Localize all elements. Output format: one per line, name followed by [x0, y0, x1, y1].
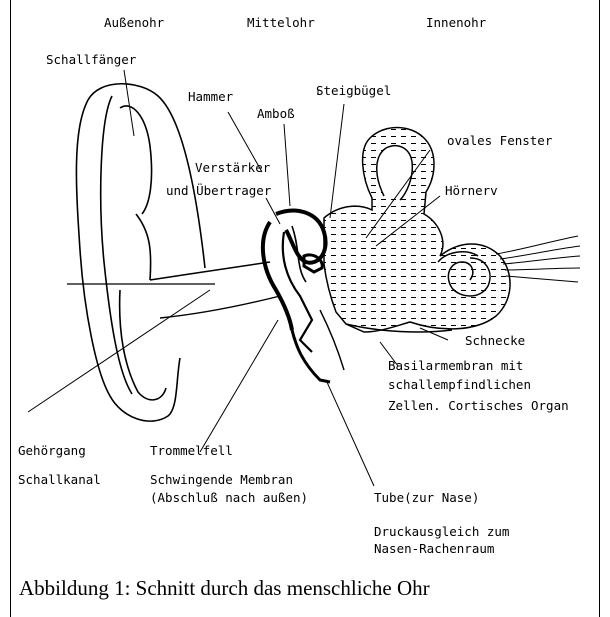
figure-caption: Abbildung 1: Schnitt durch das menschlic… [19, 576, 430, 601]
label-mittelohr: Mittelohr [247, 15, 315, 30]
label-tube: Tube(zur Nase) [374, 490, 479, 505]
label-druckausgleich-line2: Nasen-Rachenraum [374, 541, 494, 556]
label-membran-line2: (Abschluß nach außen) [150, 490, 308, 505]
label-amboss: Amboß [257, 106, 295, 121]
label-membran-line1: Schwingende Membran [150, 472, 293, 487]
label-hammer: Hammer [188, 89, 234, 104]
label-basilarmembran-line2: schallempfindlichen [388, 377, 531, 392]
label-schallkanal: Schallkanal [18, 472, 101, 487]
label-basilarmembran-line1: Basilarmembran mit [388, 358, 523, 373]
label-verstaerker-line1: Verstärker [195, 160, 271, 175]
inner-ear-drawing [324, 128, 510, 333]
label-schnecke: Schnecke [465, 333, 525, 348]
label-aussenohr: Außenohr [104, 15, 165, 30]
label-basilarmembran-line3: Zellen. Cortisches Organ [388, 398, 569, 413]
label-hoernerv: Hörnerv [445, 183, 498, 198]
ear-cross-section-diagram: Außenohr Mittelohr Innenohr Schallfänger… [0, 0, 610, 575]
label-verstaerker-line2: und Übertrager [166, 182, 272, 198]
outer-ear-drawing [76, 84, 205, 421]
label-innenohr: Innenohr [426, 15, 487, 30]
label-ovales-fenster: ovales Fenster [447, 133, 553, 148]
label-druckausgleich-line1: Druckausgleich zum [374, 524, 509, 539]
label-schallfaenger: Schallfänger [46, 52, 137, 67]
label-steigbuegel: Steigbügel [316, 83, 391, 98]
label-gehoergang: Gehörgang [18, 443, 86, 458]
ear-canal-drawing [67, 262, 280, 318]
label-trommelfell: Trommelfell [150, 443, 233, 458]
